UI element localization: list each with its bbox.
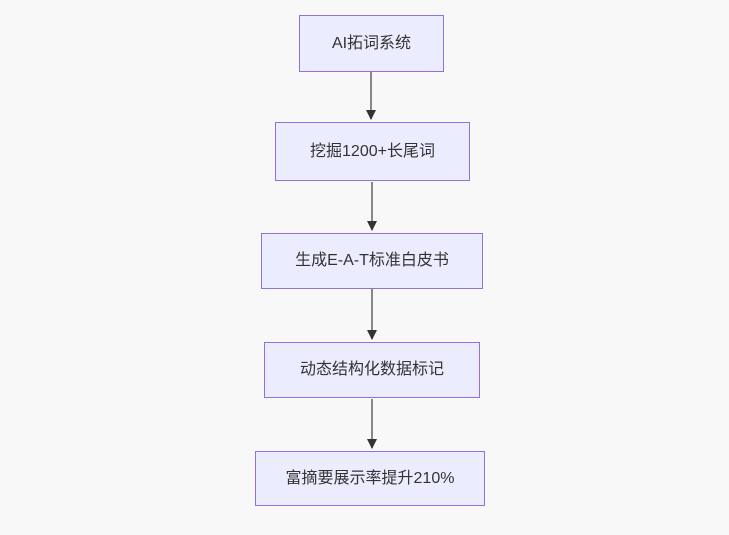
flowchart-node-eat-whitepaper: 生成E-A-T标准白皮书 (261, 233, 483, 289)
node-label-rich-snippet-rate: 富摘要展示率提升210% (285, 469, 455, 487)
node-label-ai-keyword-system: AI拓词系统 (331, 34, 412, 52)
flowchart-node-structured-data-markup: 动态结构化数据标记 (264, 342, 480, 398)
flowchart-node-longtail-mining: 挖掘1200+长尾词 (275, 122, 470, 181)
node-label-structured-data-markup: 动态结构化数据标记 (299, 361, 444, 379)
flowchart-node-rich-snippet-rate: 富摘要展示率提升210% (255, 451, 485, 506)
node-label-eat-whitepaper: 生成E-A-T标准白皮书 (295, 252, 449, 270)
flowchart-node-ai-keyword-system: AI拓词系统 (299, 15, 444, 72)
node-label-longtail-mining: 挖掘1200+长尾词 (310, 142, 435, 160)
